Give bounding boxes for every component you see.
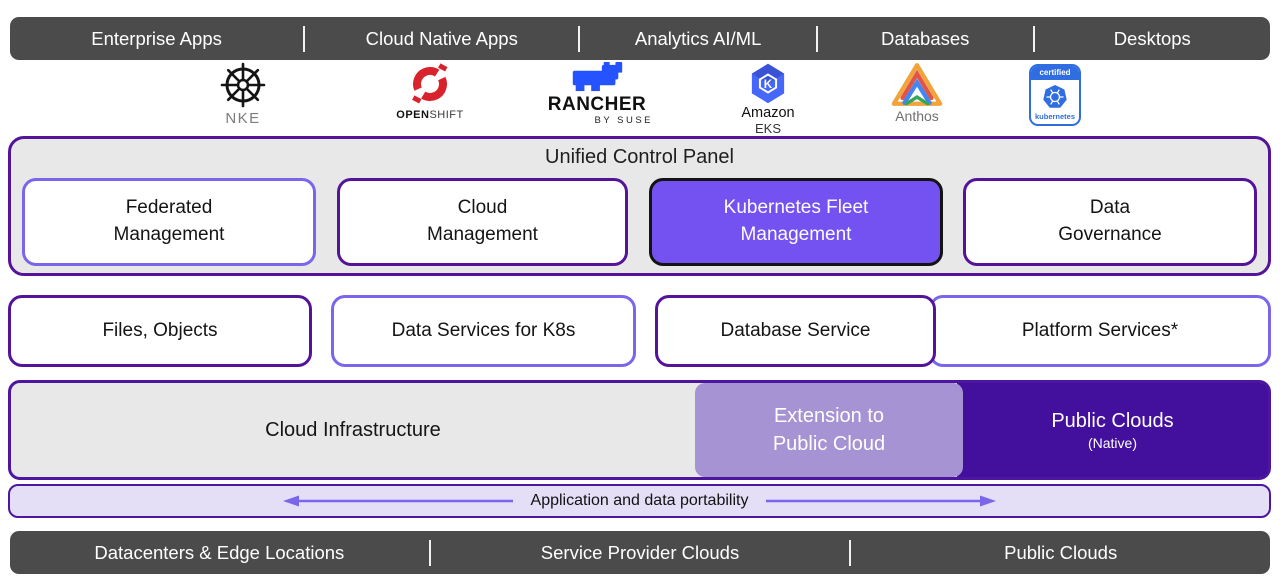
- arrow-right-icon: [766, 495, 997, 507]
- top-bar-item-desktops: Desktops: [1113, 27, 1191, 49]
- certified-label: certified: [1031, 66, 1079, 80]
- top-bar-item-cloud-native-apps: Cloud Native Apps: [365, 27, 518, 49]
- unified-control-panel: Unified Control Panel Federated Manageme…: [8, 136, 1271, 276]
- kubernetes-label: kubernetes: [1034, 112, 1076, 121]
- eks-sublabel: EKS: [754, 120, 781, 136]
- separator: [303, 25, 306, 52]
- box-label-line: Management: [113, 224, 225, 245]
- rancher-logo: RANCHER BY SUSE: [537, 62, 657, 126]
- separator: [578, 25, 581, 52]
- top-bar-item-enterprise-apps: Enterprise Apps: [91, 27, 222, 49]
- box-platform-services: Platform Services*: [929, 295, 1271, 367]
- separator: [1032, 25, 1035, 52]
- top-bar-item-databases: Databases: [880, 27, 970, 49]
- rancher-sublabel: BY SUSE: [594, 115, 653, 126]
- rancher-bull-icon: [572, 62, 623, 92]
- anthos-logo: Anthos: [877, 62, 957, 124]
- box-label-line: Kubernetes Fleet: [723, 197, 869, 219]
- box-label-line: Cloud: [457, 197, 508, 219]
- separator: [428, 539, 431, 566]
- bottom-locations-bar: Datacenters & Edge Locations Service Pro…: [10, 531, 1270, 574]
- nke-logo: NKE: [203, 62, 283, 127]
- eks-letter: K: [764, 78, 773, 91]
- extension-to-public-cloud-segment: Extension to Public Cloud: [695, 383, 963, 477]
- public-clouds-native-title: Public Clouds: [1051, 410, 1174, 432]
- box-label-line: Management: [740, 224, 852, 245]
- box-label-line: Federated: [125, 197, 213, 219]
- anthos-label: Anthos: [895, 108, 939, 124]
- box-database-service: Database Service: [655, 295, 936, 367]
- separator: [815, 25, 818, 52]
- portability-bar: Application and data portability: [8, 484, 1271, 518]
- portability-label: Application and data portability: [530, 492, 749, 509]
- separator: [849, 539, 852, 566]
- box-data-services-for-k8s: Data Services for K8s: [331, 295, 636, 367]
- openshift-icon: [412, 63, 448, 104]
- box-files-objects: Files, Objects: [8, 295, 312, 367]
- box-label-line: Governance: [1058, 224, 1162, 245]
- nke-label: NKE: [225, 110, 261, 127]
- anthos-triangle-icon: [891, 63, 943, 106]
- box-cloud-management: Cloud Management: [337, 178, 628, 266]
- bottom-bar-item-datacenters-edge: Datacenters & Edge Locations: [94, 541, 345, 563]
- box-kubernetes-fleet-management: Kubernetes Fleet Management: [649, 178, 943, 266]
- box-label-line: Management: [427, 224, 538, 245]
- arrow-left-icon: [282, 495, 513, 507]
- extension-label-line: Extension to: [773, 405, 885, 427]
- box-federated-management: Federated Management: [22, 178, 316, 266]
- box-label-line: Data: [1089, 197, 1131, 219]
- cloud-infrastructure-label: Cloud Infrastructure: [265, 418, 441, 441]
- certified-kubernetes-badge: certified kubernetes: [1029, 64, 1081, 126]
- cloud-infrastructure-bar: Cloud Infrastructure Extension to Public…: [8, 380, 1271, 480]
- box-data-governance: Data Governance: [963, 178, 1257, 266]
- eks-label: Amazon: [741, 105, 795, 121]
- openshift-label-strong: OPEN: [396, 109, 430, 121]
- public-clouds-native-subtitle: (Native): [1087, 435, 1137, 451]
- eks-hexagon-icon: K: [751, 63, 785, 104]
- top-apps-bar: Enterprise Apps Cloud Native Apps Analyt…: [10, 17, 1270, 60]
- ship-wheel-icon: [220, 62, 266, 108]
- bottom-bar-item-public-clouds: Public Clouds: [1004, 541, 1118, 563]
- public-clouds-native-segment: Public Clouds (Native): [957, 383, 1268, 477]
- bottom-bar-item-service-provider-clouds: Service Provider Clouds: [540, 541, 740, 563]
- openshift-label-light: SHIFT: [429, 109, 464, 121]
- amazon-eks-logo: K Amazon EKS: [728, 62, 808, 136]
- panel-title: Unified Control Panel: [545, 146, 734, 168]
- openshift-label: OPENSHIFT: [396, 109, 463, 121]
- certified-kubernetes-logo: certified kubernetes: [1029, 64, 1081, 126]
- rancher-label: RANCHER: [547, 94, 647, 115]
- extension-label-line: Public Cloud: [772, 433, 886, 455]
- kubernetes-helm-icon: [1043, 85, 1067, 108]
- openshift-logo: OPENSHIFT: [370, 62, 490, 121]
- top-bar-item-analytics-ai-ml: Analytics AI/ML: [634, 27, 762, 49]
